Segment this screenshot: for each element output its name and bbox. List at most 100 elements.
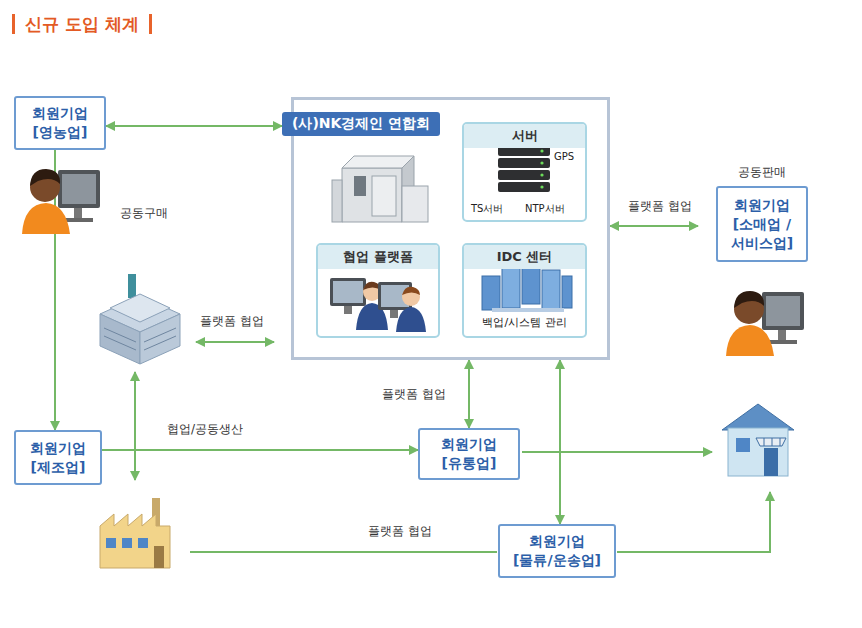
flow-arrow	[106, 125, 282, 127]
connector-label: 플랫폼 협업	[380, 386, 448, 403]
node-heading: 협업 플랫폼	[318, 245, 438, 269]
flow-line	[617, 492, 770, 552]
person-at-computer	[767, 340, 797, 344]
idc-servers	[482, 264, 572, 312]
node-heading: IDC 센터	[464, 245, 585, 269]
collaborating-people	[390, 310, 398, 318]
flow-arrow	[468, 360, 470, 428]
server-rack	[540, 149, 543, 152]
server-rack	[540, 161, 543, 164]
person-at-computer	[74, 206, 82, 220]
component-box: 협업 플랫폼	[316, 243, 440, 338]
free-label: 플랫폼 협업	[198, 313, 266, 330]
connector-label: 협업/공동생산	[165, 421, 245, 438]
person-at-computer	[778, 328, 786, 342]
shop-house	[736, 438, 750, 452]
node-text: [소매업 /서비스업]	[724, 215, 800, 253]
factory-building	[100, 514, 170, 568]
server-rack	[498, 158, 550, 168]
flow-line	[134, 372, 136, 480]
mainframe-machine	[402, 186, 428, 222]
node-heading: 서버	[464, 124, 585, 148]
office-building	[144, 328, 176, 342]
component-box: 서버GPSTS서버NTP서버	[462, 122, 587, 222]
node-text: [영농업]	[33, 123, 88, 142]
idc-servers	[562, 276, 572, 308]
person-at-computer	[22, 203, 70, 234]
factory-building	[154, 546, 164, 568]
idc-servers	[522, 264, 540, 304]
shop-house	[764, 438, 765, 446]
office-building	[100, 274, 180, 364]
node-text: [물류/운송업]	[513, 551, 601, 570]
node-heading: 회원기업	[30, 439, 86, 458]
idc-servers	[482, 276, 500, 310]
shop-house	[756, 438, 786, 446]
shop-house	[772, 438, 773, 446]
node-heading: (사)NK경제인 연합회	[282, 112, 440, 136]
shop-house	[722, 404, 794, 476]
collaborating-people	[333, 281, 363, 303]
mainframe-machine	[332, 156, 428, 222]
member-box: 회원기업[유통업]	[418, 428, 520, 480]
person-at-computer	[766, 296, 800, 326]
node-heading: 회원기업	[441, 435, 497, 454]
idc-servers	[542, 270, 560, 310]
factory-building	[106, 538, 116, 548]
mainframe-machine	[372, 176, 396, 216]
node-heading: 회원기업	[529, 532, 585, 551]
person-at-computer	[734, 291, 764, 308]
office-building	[110, 294, 170, 322]
node-text: TS서버	[470, 202, 504, 216]
collaborating-people	[402, 287, 420, 295]
flow-line	[522, 451, 712, 453]
node-text: [유통업]	[442, 454, 497, 473]
node-text: [제조업]	[31, 458, 86, 477]
server-rack	[498, 182, 550, 192]
flow-line	[135, 342, 770, 552]
connector-label: 플랫폼 협업	[626, 198, 694, 215]
server-rack	[498, 170, 550, 180]
shop-house	[764, 448, 778, 476]
node-text: 회원기업	[734, 196, 790, 215]
idc-servers	[492, 308, 564, 312]
mainframe-machine	[332, 180, 342, 222]
collaborating-people	[330, 278, 366, 306]
flow-line	[190, 551, 497, 553]
node-text: GPS	[553, 151, 575, 162]
node-heading: 공동판매	[698, 164, 826, 181]
office-building	[104, 336, 136, 350]
factory-building	[138, 538, 148, 548]
shop-house	[728, 428, 788, 476]
factory-building	[122, 538, 132, 548]
flow-arrow	[610, 225, 698, 227]
component-box: IDC 센터백업/시스템 관리	[462, 243, 587, 338]
mainframe-machine	[354, 176, 366, 196]
person-at-computer	[726, 291, 804, 356]
person-at-computer	[762, 292, 804, 330]
flow-line	[196, 341, 274, 343]
flow-arrow	[559, 360, 561, 524]
collaborating-people	[330, 278, 426, 332]
organization-panel: (사)NK경제인 연합회서버GPSTS서버NTP서버협업 플랫폼IDC 센터백업…	[291, 97, 610, 360]
free-label: 공동구매	[118, 205, 170, 222]
node-text: 백업/시스템 관리	[464, 315, 585, 330]
shop-house	[722, 404, 794, 430]
office-building	[104, 328, 136, 342]
flow-arrow	[102, 449, 418, 451]
diagram-title: 신규 도입 체계	[12, 14, 152, 34]
server-rack	[498, 146, 550, 192]
person-at-computer	[58, 170, 100, 208]
idc-servers	[502, 268, 520, 308]
office-building	[100, 314, 140, 364]
collaborating-people	[396, 307, 426, 332]
mainframe-machine	[342, 168, 402, 222]
person-at-computer	[30, 169, 60, 186]
office-building	[144, 336, 176, 350]
server-rack	[540, 173, 543, 176]
person-at-computer	[22, 169, 100, 234]
member-box: 회원기업[물류/운송업]	[498, 524, 616, 578]
office-building	[128, 274, 136, 298]
person-at-computer	[63, 218, 93, 222]
person-at-computer	[62, 174, 96, 204]
